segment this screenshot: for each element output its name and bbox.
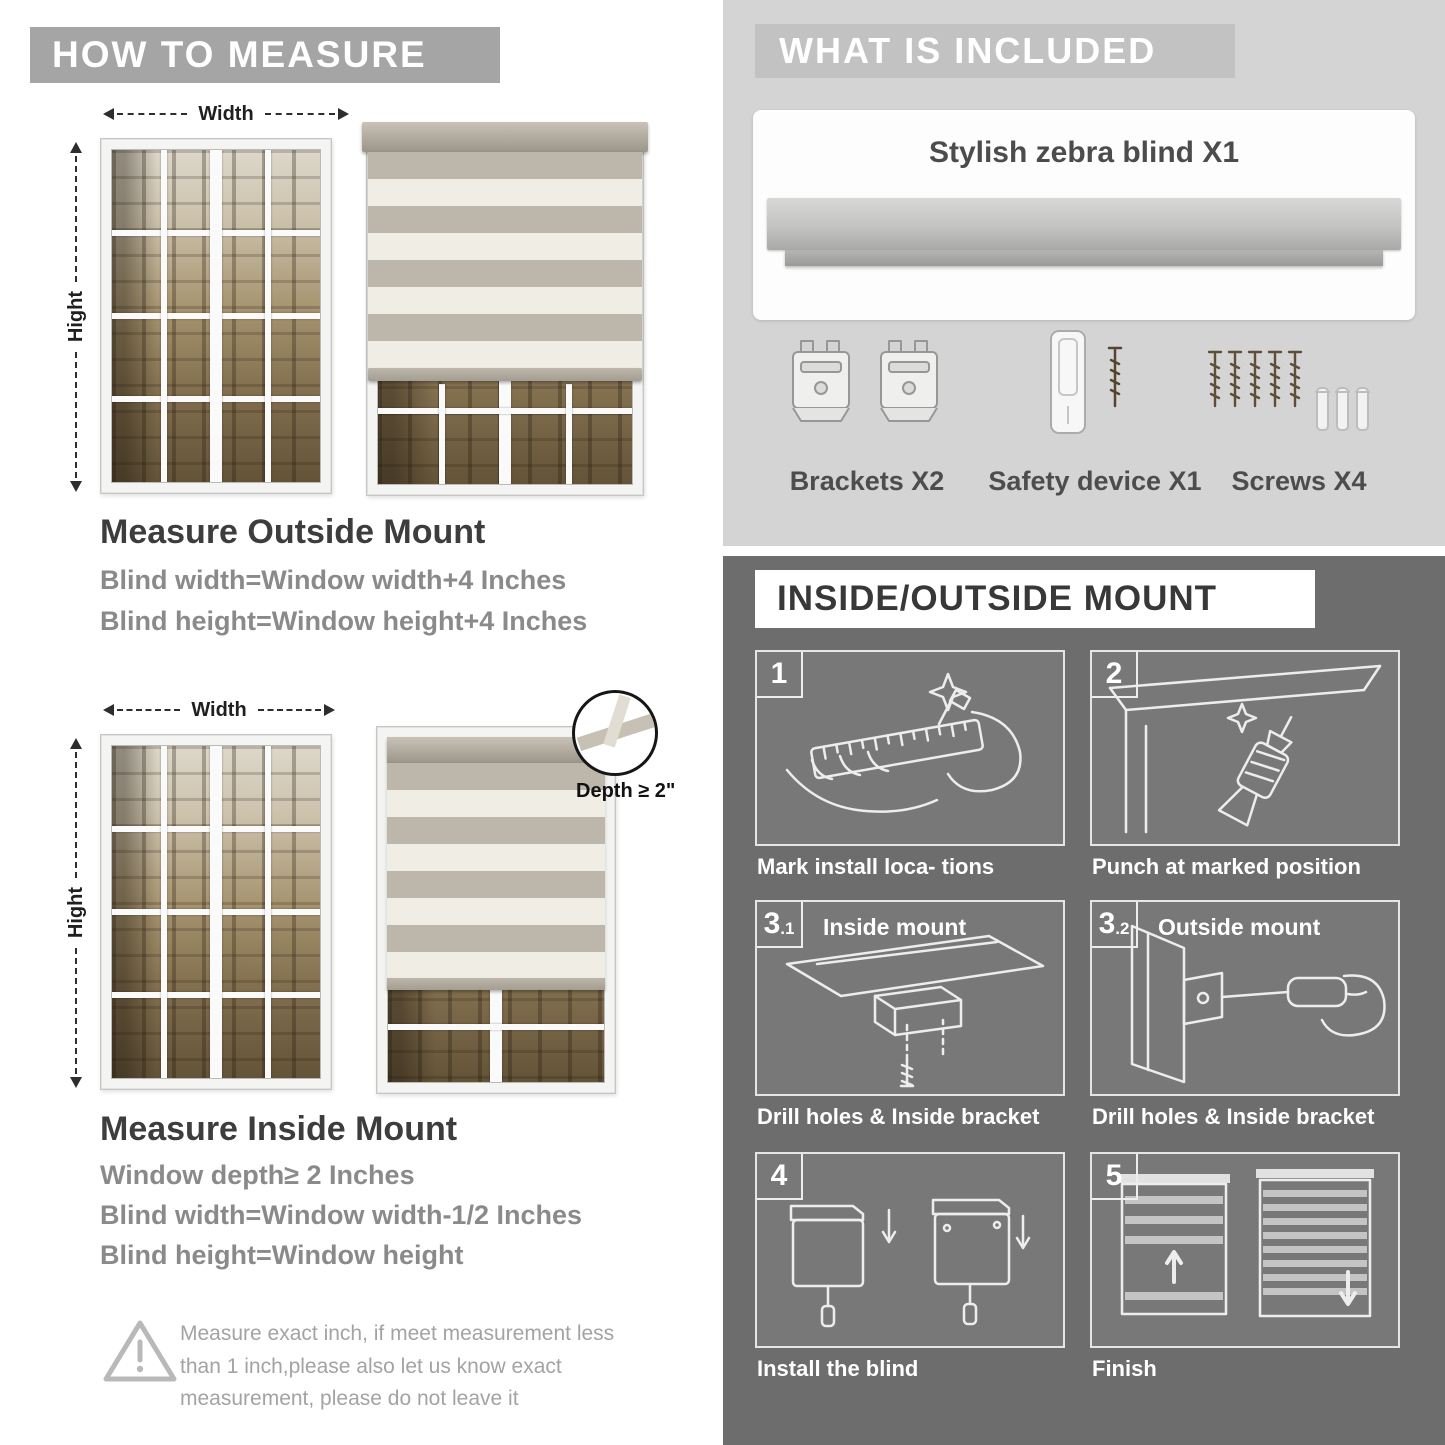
depth-label: Depth ≥ 2" [576,780,676,802]
screws-icon [1207,350,1370,431]
window-illustration-outside [100,138,332,494]
brackets-icon [792,340,938,422]
height-arrow-outside: Hight [64,142,88,492]
step-panel-5: 5 [1090,1152,1400,1348]
mount-guide-section: INSIDE/OUTSIDE MOUNT [723,556,1445,1445]
warning-triangle-icon [103,1320,177,1382]
blind-zebra-stripes [368,152,642,368]
window-glass [111,745,321,1079]
dashed-line [75,947,77,1074]
product-label: Stylish zebra blind X1 [928,136,1240,169]
what-is-included-section: WHAT IS INCLUDED Stylish zebra blind X1 [723,0,1445,546]
width-arrow-inside: Width [103,698,336,721]
measurement-warning-text: Measure exact inch, if meet measurement … [180,1322,615,1411]
step-caption-4: Install the blind [757,1356,919,1381]
inside-mount-title: Measure Inside Mount [100,1110,458,1148]
safety-device-label: Safety device X1 [988,466,1202,496]
arrow-up-icon [70,738,82,749]
outside-mount-formula-height: Blind height=Window height+4 Inches [100,606,588,636]
step-number: 3.2 [1092,902,1138,948]
step-number: 4 [757,1154,803,1200]
step-caption-2: Punch at marked position [1092,854,1361,879]
height-label: Hight [64,887,87,939]
step-number: 1 [757,652,803,698]
dashed-line [257,709,322,711]
mount-guide-banner: INSIDE/OUTSIDE MOUNT [755,570,1315,628]
step-title-outside-mount: Outside mount [1158,914,1321,940]
step-panel-2: 2 [1090,650,1400,846]
inside-mount-formula-height: Blind height=Window height [100,1240,464,1270]
arrow-down-icon [70,481,82,492]
inside-bracket-illustration [785,934,1045,1088]
finish-blinds-illustration [1118,1169,1374,1318]
step-caption-1: Mark install loca- tions [757,854,995,879]
arrow-right-icon [324,704,336,716]
window-glass [111,149,321,483]
step-number: 3.1 [757,902,803,948]
outside-mount-title: Measure Outside Mount [100,513,486,551]
height-label: Hight [64,291,87,343]
outside-bracket-illustration [1130,924,1386,1084]
outside-mount-formula-width: Blind width=Window width+4 Inches [100,565,567,595]
step-title-inside-mount: Inside mount [823,914,967,940]
step-caption-5: Finish [1092,1356,1157,1381]
height-arrow-inside: Hight [64,738,88,1088]
step-caption-3-1: Drill holes & Inside bracket [757,1104,1040,1129]
install-blind-illustration [789,1198,1031,1328]
dashed-line [117,709,181,711]
blind-headrail-lip [785,250,1383,266]
arrow-left-icon [103,108,114,120]
width-label: Width [191,698,247,721]
brackets-label: Brackets X2 [789,466,945,496]
width-label: Width [198,102,254,125]
dashed-line [117,113,188,115]
screws-label: Screws X4 [1231,466,1367,496]
blind-headrail-photo [767,198,1401,250]
safety-device-icon [1050,330,1123,434]
width-arrow-outside: Width [103,102,350,125]
arrow-left-icon [103,704,114,716]
dashed-line [264,113,336,115]
step-panel-1: 1 [755,650,1065,846]
inside-mount-depth-rule: Window depth≥ 2 Inches [100,1160,415,1190]
step-number: 2 [1092,652,1138,698]
step-caption-3-2: Drill holes & Inside bracket [1092,1104,1375,1129]
step-panel-3-1: 3.1 Inside mount [755,900,1065,1096]
drill-ceiling-illustration [1108,664,1382,834]
mark-location-illustration [785,672,1022,813]
inside-mount-formula-width: Blind width=Window width-1/2 Inches [100,1200,583,1230]
blind-headrail [362,122,648,152]
zebra-blind-outside-illustration [362,122,648,496]
depth-callout-circle [572,690,658,776]
blind-headrail [387,737,605,763]
arrow-up-icon [70,142,82,153]
arrow-down-icon [70,1077,82,1088]
step-number: 5 [1092,1154,1138,1200]
product-card: Stylish zebra blind X1 [753,110,1415,320]
dashed-line [75,351,77,478]
arrow-right-icon [338,108,350,120]
how-to-measure-banner: HOW TO MEASURE [30,27,500,83]
dashed-line [75,752,77,879]
dashed-line [75,156,77,283]
blind-zebra-stripes [387,763,605,978]
blind-bottomrail [368,368,642,381]
what-is-included-banner: WHAT IS INCLUDED [755,24,1235,78]
zebra-blind-inside-illustration [376,726,616,1094]
blind-bottomrail [387,978,605,990]
step-panel-3-2: 3.2 Outside mount [1090,900,1400,1096]
step-panel-4: 4 [755,1152,1065,1348]
window-illustration-inside [100,734,332,1090]
